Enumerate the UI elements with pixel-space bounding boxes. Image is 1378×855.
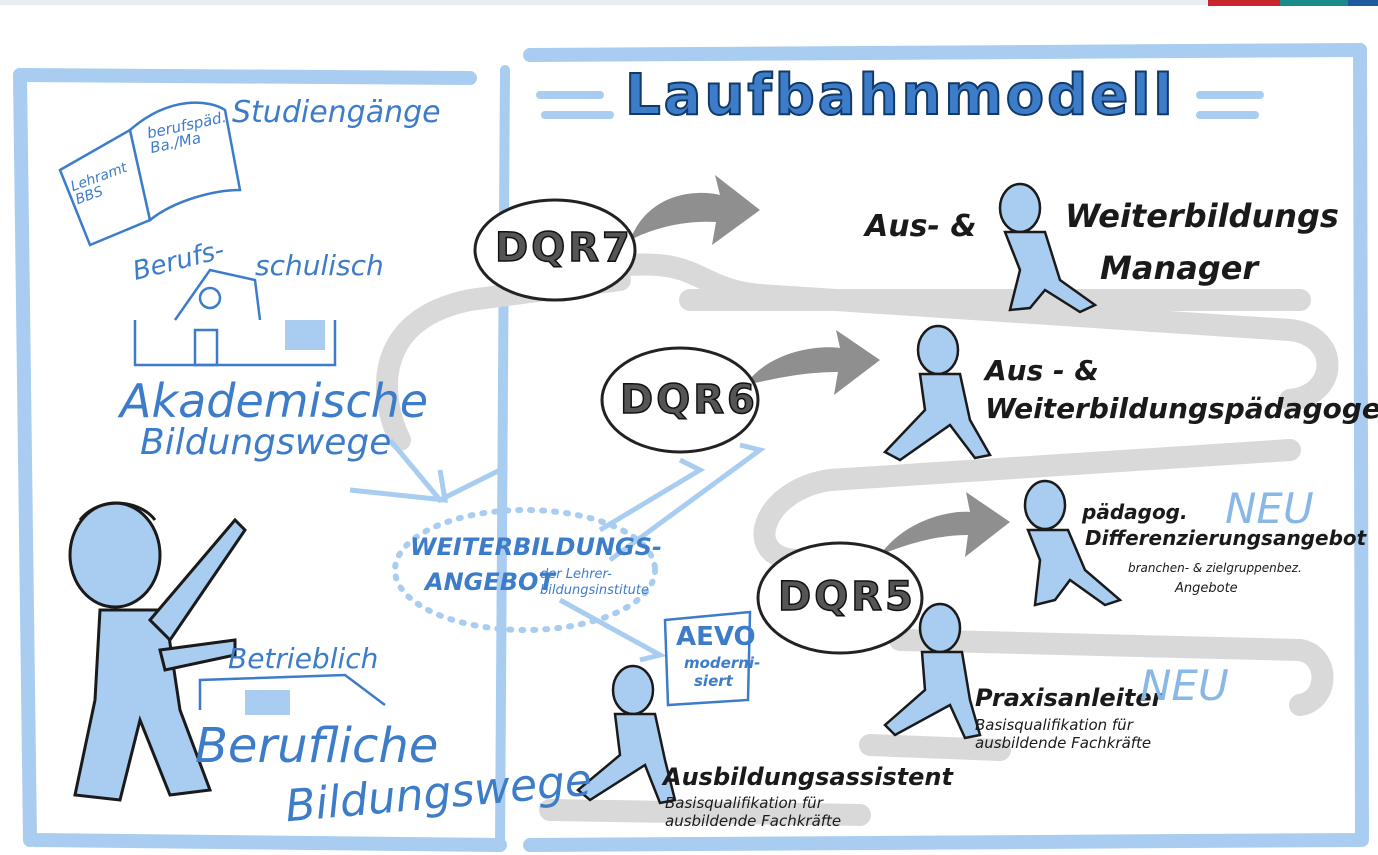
pointing-person-figure: [68, 501, 247, 802]
dqr6-label: DQR6: [619, 377, 758, 423]
studiengaenge-label: Studiengänge: [232, 95, 441, 130]
assistent-sub1: Basisqualifikation für: [665, 794, 823, 812]
school-building-icon: [133, 268, 337, 367]
paedagoge-line1: Aus - &: [985, 354, 1099, 387]
manager-line1a: Aus- &: [865, 209, 977, 244]
weiterbildung-line1: WEITERBILDUNGS-: [410, 533, 662, 561]
neu-badge-praxisanleiter: NEU: [1140, 661, 1229, 710]
academic-heading-line1: Akademische: [120, 374, 429, 428]
diff-line1: pädagog.: [1082, 500, 1188, 524]
praxis-label: Praxisanleiter: [975, 684, 1164, 712]
pointing-figure-cap: [78, 501, 157, 521]
figure-manager: [998, 182, 1098, 314]
academic-heading-line2: Bildungswege: [140, 422, 392, 463]
praxis-sub2: ausbildende Fachkräfte: [975, 734, 1152, 752]
outer-frame: [13, 43, 1369, 852]
diff-sub1: branchen- & zielgruppenbez.: [1128, 561, 1302, 575]
dqr-clouds: [473, 198, 924, 655]
book-icon: [58, 101, 242, 247]
weiterbildung-sub1: der Lehrer-: [540, 567, 612, 582]
top-bar-red: [1208, 0, 1280, 6]
weiterbildung-line2: ANGEBOT: [425, 568, 555, 596]
diff-sub2: Angebote: [1175, 581, 1238, 596]
aevo-sign: [663, 610, 752, 707]
career-path: [375, 253, 1339, 826]
figure-paedagoge: [882, 324, 992, 462]
betrieblich-label: Betrieblich: [228, 642, 379, 675]
top-bar-line: [0, 0, 1208, 5]
progress-arrows: [630, 175, 1010, 557]
aevo-line1: moderni-: [684, 654, 761, 672]
weiterbildung-sub2: bildungsinstitute: [540, 583, 649, 598]
top-bar-teal: [1280, 0, 1348, 6]
aevo-line2: siert: [694, 672, 733, 690]
dqr5-label: DQR5: [777, 574, 916, 620]
praxis-sub1: Basisqualifikation für: [975, 716, 1133, 734]
paedagoge-line2: Weiterbildungspädagoge: [985, 392, 1378, 425]
top-bar-blue: [1348, 0, 1378, 6]
top-color-bar: [0, 0, 1378, 8]
manager-line2: Manager: [1100, 249, 1259, 287]
diff-line2: Differenzierungsangebot: [1085, 526, 1367, 550]
dqr7-label: DQR7: [494, 225, 633, 271]
assistent-sub2: ausbildende Fachkräfte: [665, 812, 842, 830]
weiterbildung-cloud: [392, 507, 658, 633]
schulisch-label: schulisch: [255, 249, 384, 282]
assistent-label: Ausbildungsassistent: [663, 763, 953, 791]
factory-icon: [198, 673, 386, 715]
neu-badge-differenzierung: NEU: [1225, 484, 1314, 533]
page-title: Laufbahnmodell: [624, 63, 1176, 128]
manager-line1b: Weiterbildungs: [1065, 197, 1339, 235]
figure-praxisanleiter: [883, 602, 982, 740]
figure-differenzierung: [1023, 479, 1123, 607]
aevo-title: AEVO: [676, 622, 756, 652]
figure-assistent: [576, 664, 677, 805]
title-decoration: [536, 91, 1264, 119]
vocational-heading-line1: Berufliche: [195, 718, 439, 774]
